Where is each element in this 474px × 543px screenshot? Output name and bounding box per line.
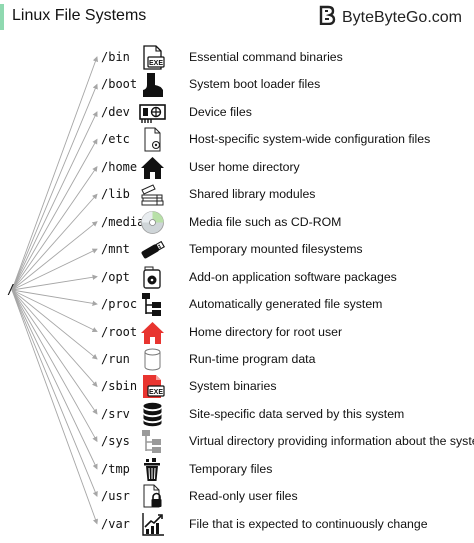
- directory-path: /lib: [101, 187, 130, 202]
- directory-row-media: /media Media file such as CD-ROM: [0, 209, 474, 236]
- connector-arrow-srv: [11, 289, 98, 415]
- header-accent-bar: [0, 4, 4, 30]
- directory-path: /usr: [101, 489, 130, 504]
- directory-row-run: /run Run-time program data: [0, 346, 474, 373]
- svg-text:EXE: EXE: [149, 60, 163, 67]
- software-package-icon: [139, 264, 166, 291]
- directory-description: Read-only user files: [189, 489, 298, 504]
- device-card-icon: [139, 99, 166, 126]
- growth-chart-icon: [139, 511, 166, 538]
- directory-path: /proc: [101, 297, 138, 312]
- file-tree-icon: [139, 291, 166, 318]
- directory-row-boot: /boot System boot loader files: [0, 71, 474, 98]
- connector-arrow-opt: [11, 274, 98, 291]
- connector-arrow-dev: [11, 111, 98, 291]
- connector-arrow-run: [11, 289, 98, 360]
- page-title: Linux File Systems: [12, 7, 147, 24]
- directory-description: Add-on application software packages: [189, 269, 397, 284]
- directory-path: /sys: [101, 434, 130, 449]
- root-directory-label: /: [7, 283, 15, 298]
- connector-arrow-boot: [11, 83, 98, 291]
- connector-arrow-sys: [11, 289, 98, 443]
- home-icon: [139, 154, 166, 181]
- directory-path: /opt: [101, 269, 130, 284]
- directory-row-home: /home User home directory: [0, 154, 474, 181]
- directory-row-sys: /sys Virtual directory providing informat…: [0, 428, 474, 455]
- directory-description: Device files: [189, 104, 252, 119]
- directory-description: System boot loader files: [189, 77, 321, 92]
- boot-icon: [139, 71, 166, 98]
- cylinder-icon: [139, 346, 166, 373]
- locked-file-icon: [139, 483, 166, 510]
- directory-path: /home: [101, 159, 138, 174]
- directory-row-proc: /proc Automatically generated file system: [0, 291, 474, 318]
- exe-file-icon: EXE: [139, 44, 166, 71]
- directory-description: Temporary mounted filesystems: [189, 242, 363, 257]
- exe-file-red-icon: EXE: [139, 373, 166, 400]
- directory-description: Temporary files: [189, 461, 273, 476]
- directory-path: /sbin: [101, 379, 138, 394]
- connector-arrow-mnt: [11, 248, 98, 291]
- directory-description: User home directory: [189, 159, 300, 174]
- connector-arrow-media: [11, 221, 98, 291]
- directory-description: Media file such as CD-ROM: [189, 214, 342, 229]
- trash-icon: [139, 456, 166, 483]
- directory-row-tmp: /tmp Temporary files: [0, 456, 474, 483]
- directory-description: Run-time program data: [189, 351, 316, 366]
- directory-row-srv: /srv Site-specific data served by this sy…: [0, 401, 474, 428]
- connector-arrow-tmp: [11, 289, 98, 470]
- directory-description: Site-specific data served by this system: [189, 406, 405, 421]
- directory-path: /dev: [101, 104, 130, 119]
- brand: ByteByteGo.com: [318, 5, 462, 30]
- connector-arrow-home: [11, 166, 98, 291]
- directory-path: /media: [101, 214, 145, 229]
- directory-description: Virtual directory providing information …: [189, 434, 474, 449]
- directory-row-etc: /etc Host-specific system-wide configurat…: [0, 126, 474, 153]
- brand-logo-icon: [318, 5, 336, 30]
- root-home-icon: [139, 319, 166, 346]
- brand-text: ByteByteGo.com: [341, 8, 462, 26]
- directory-path: /var: [101, 516, 130, 531]
- library-books-icon: [139, 181, 166, 208]
- directory-description: Automatically generated file system: [189, 297, 383, 312]
- directory-description: Home directory for root user: [189, 324, 343, 339]
- connector-arrow-sbin: [11, 289, 98, 388]
- connector-arrow-etc: [11, 138, 98, 291]
- directory-row-dev: /dev Device files: [0, 99, 474, 126]
- svg-text:EXE: EXE: [149, 389, 163, 396]
- directory-path: /srv: [101, 406, 130, 421]
- directory-row-root: /root Home directory for root user: [0, 319, 474, 346]
- connector-arrow-lib: [11, 193, 98, 291]
- directory-row-mnt: /mnt Temporary mounted filesystems: [0, 236, 474, 263]
- connector-arrow-usr: [11, 289, 98, 498]
- directory-description: Essential command binaries: [189, 50, 343, 64]
- directory-path: /bin: [101, 50, 130, 64]
- directory-path: /tmp: [101, 461, 130, 476]
- directory-row-var: /var File that is expected to continuousl…: [0, 511, 474, 538]
- directory-description: File that is expected to continuously ch…: [189, 516, 428, 531]
- directory-description: Shared library modules: [189, 187, 316, 202]
- directory-path: /root: [101, 324, 138, 339]
- cd-rom-icon: [139, 209, 166, 236]
- database-icon: [139, 401, 166, 428]
- directory-path: /etc: [101, 132, 130, 147]
- directory-row-opt: /opt Add-on application software packages: [0, 264, 474, 291]
- directory-path: /boot: [101, 77, 138, 92]
- directory-description: Host-specific system-wide configuration …: [189, 132, 431, 147]
- directory-path: /run: [101, 351, 130, 366]
- connector-arrow-proc: [11, 289, 98, 306]
- connector-arrow-var: [11, 289, 98, 525]
- virtual-tree-icon: [139, 428, 166, 455]
- directory-row-lib: /lib Shared library modules: [0, 181, 474, 208]
- config-file-icon: [139, 126, 166, 153]
- connector-arrow-bin: [11, 56, 98, 291]
- usb-drive-icon: [139, 236, 166, 263]
- directory-path: /mnt: [101, 242, 130, 257]
- connector-arrow-root: [11, 289, 98, 332]
- directory-row-usr: /usr Read-only user files: [0, 483, 474, 510]
- directory-description: System binaries: [189, 379, 277, 394]
